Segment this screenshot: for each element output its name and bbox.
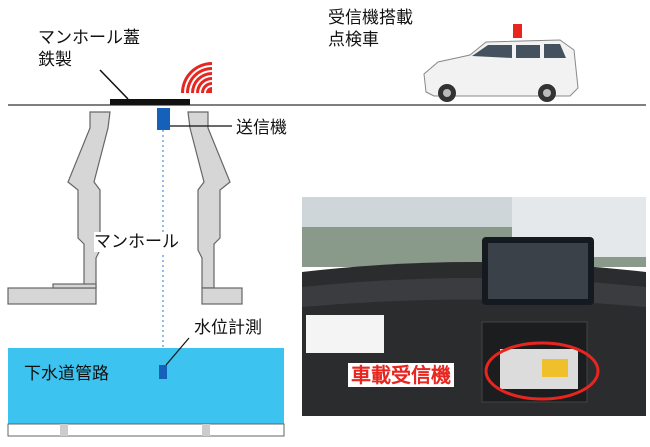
pipe-joint (60, 424, 68, 436)
sewer-pipe-bottom (7, 423, 285, 437)
vehicle-label-2: 点検車 (328, 30, 379, 50)
manhole-cover-label-2: 鉄製 (38, 50, 72, 70)
receiver-highlight (484, 341, 600, 401)
gauge-pointer (165, 337, 190, 366)
manhole-label: マンホール (94, 232, 179, 253)
inspection-car-icon (423, 24, 579, 102)
water-level-sensor (159, 365, 167, 379)
cover-pointer (99, 69, 129, 100)
onboard-receiver-label: 車載受信機 (348, 363, 454, 387)
sewer-pipe-label: 下水道管路 (24, 364, 109, 384)
sewer-pipe-water (8, 348, 284, 424)
radio-waves-icon (181, 62, 212, 93)
manhole-cover (110, 99, 190, 105)
receiver-photo: 車載受信機 (302, 197, 646, 416)
vehicle-label-1: 受信機搭載 (328, 8, 413, 28)
transmitter-label: 送信機 (236, 118, 287, 138)
transmitter-device (157, 108, 170, 130)
manhole-cover-label-1: マンホール蓋 (38, 28, 140, 48)
water-gauge-label: 水位計測 (194, 318, 262, 338)
pipe-joint (202, 424, 210, 436)
manhole-structure (7, 111, 243, 305)
